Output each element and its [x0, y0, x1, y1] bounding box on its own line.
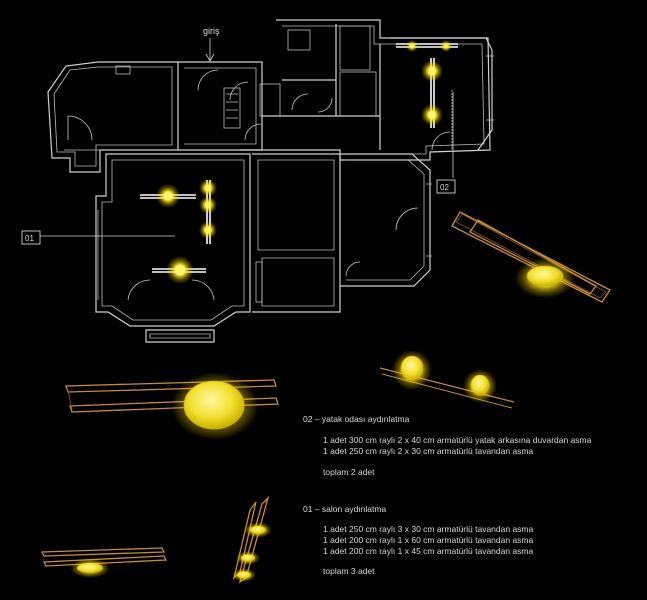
fixture-sketch-02c: [65, 372, 279, 440]
section-02-total: toplam 2 adet: [323, 467, 375, 477]
floor-plan: giriş: [47, 19, 494, 343]
bedroom-fixture-plan: [396, 40, 458, 128]
fixture-sketch-01b: [40, 547, 168, 578]
entrance-label: giriş: [203, 26, 220, 36]
section-02-title: 02 – yatak odası aydınlatma: [303, 414, 410, 424]
notes-section-01: 01 – salon aydınlatma 1 adet 250 cm rayl…: [303, 504, 534, 576]
section-01-title: 01 – salon aydınlatma: [303, 504, 386, 514]
section-01-total: toplam 3 adet: [323, 566, 375, 576]
light-spot-icon: [440, 40, 452, 52]
notes-section-02: 02 – yatak odası aydınlatma 1 adet 300 c…: [303, 414, 592, 477]
section-01-line-3: 1 adet 200 cm raylı 1 x 45 cm armatürlü …: [323, 546, 534, 556]
section-02-line-2: 1 adet 250 cm raylı 2 x 30 cm armatürlü …: [323, 446, 534, 456]
section-02-line-1: 1 adet 300 cm raylı 2 x 40 cm armatürlü …: [323, 435, 592, 445]
tag-01: 01: [21, 230, 175, 245]
tag-02: 02: [436, 92, 456, 194]
section-01-line-1: 1 adet 250 cm raylı 3 x 30 cm armatürlü …: [323, 524, 534, 534]
fixture-sketch-01a: [232, 495, 272, 584]
tag-02-label: 02: [440, 183, 449, 192]
fixture-sketch-02b: [379, 350, 515, 409]
section-01-line-2: 1 adet 200 cm raylı 1 x 60 cm armatürlü …: [323, 535, 534, 545]
fixture-sketch-02a: [451, 211, 611, 303]
light-spot-icon: [406, 40, 418, 52]
living-fixture-plan: [140, 179, 217, 284]
tag-01-label: 01: [25, 234, 34, 243]
